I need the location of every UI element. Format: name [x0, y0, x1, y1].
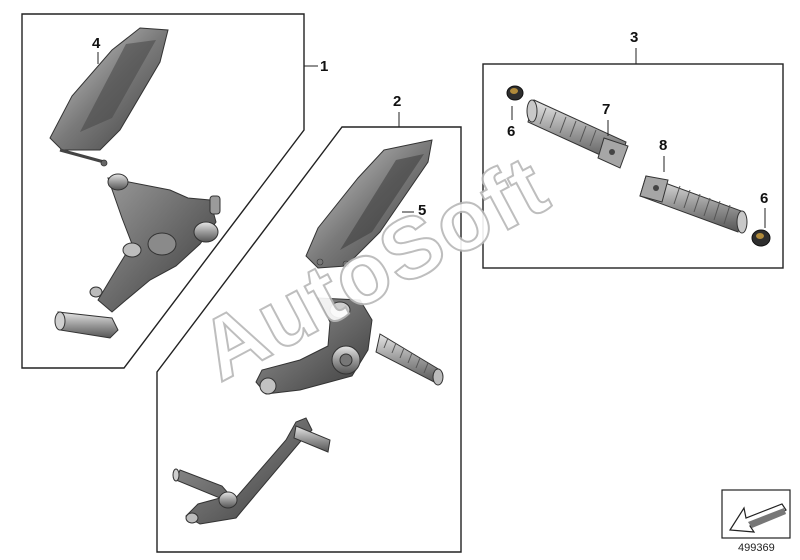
group-frame-2	[156, 126, 462, 553]
rubber-cap-top	[506, 85, 524, 101]
direction-arrow-icon	[721, 489, 791, 539]
callout-6-bottom: 6	[760, 190, 769, 207]
callout-8: 8	[659, 137, 668, 154]
footrest-bracket-left	[54, 173, 221, 339]
callout-3: 3	[630, 29, 639, 46]
heel-guard-right	[305, 139, 433, 269]
footpeg-left	[526, 99, 629, 169]
shift-lever	[172, 417, 331, 525]
footpeg-right	[639, 175, 748, 234]
callout-7: 7	[602, 101, 611, 118]
rubber-cap-bottom	[751, 229, 771, 247]
footrest-bracket-right	[255, 297, 444, 395]
group-frame-1	[21, 13, 305, 369]
callout-4: 4	[92, 35, 101, 52]
diagram-part-number: 499369	[738, 542, 775, 554]
callout-1: 1	[320, 58, 329, 75]
callout-6-top: 6	[507, 123, 516, 140]
callout-5: 5	[418, 202, 427, 219]
heel-guard-left	[49, 27, 169, 167]
callout-2: 2	[393, 93, 402, 110]
group-frame-3	[482, 63, 784, 269]
